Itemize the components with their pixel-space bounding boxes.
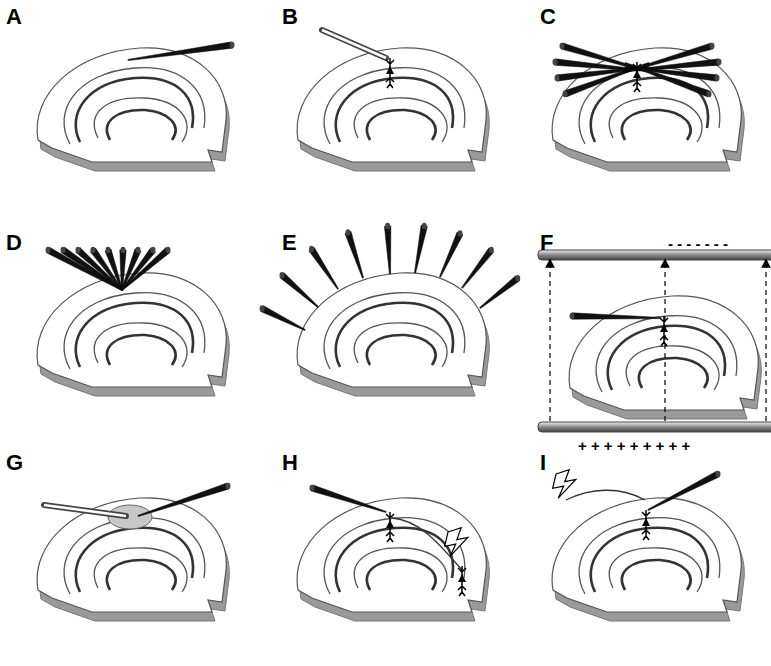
electrode-end — [717, 59, 722, 65]
electrode — [439, 232, 462, 277]
electrode-end — [707, 91, 712, 97]
electrode — [309, 247, 339, 289]
pipette — [322, 30, 386, 58]
electrode-end — [385, 223, 390, 229]
fiber-path — [566, 490, 645, 500]
electrode-end — [458, 230, 463, 236]
electrode-end — [345, 229, 350, 235]
electrode — [90, 248, 122, 290]
electrode-end — [121, 247, 126, 253]
electrode-end — [260, 305, 265, 311]
electrode-end — [61, 247, 66, 253]
panel-letter: H — [282, 452, 298, 474]
electrode — [61, 247, 122, 290]
electrode — [280, 273, 318, 308]
neuron — [642, 510, 650, 540]
neuron-soma — [633, 70, 641, 78]
neuron — [633, 62, 641, 92]
electrode — [128, 42, 233, 61]
charge-sign: - - - - - - - — [668, 236, 728, 251]
electrode-end — [310, 485, 315, 491]
panel-letter: C — [540, 6, 556, 28]
electrode-end — [230, 42, 235, 48]
neuron — [458, 566, 466, 596]
stimulus-bolt — [445, 528, 468, 557]
electrode — [46, 247, 122, 290]
electrode — [138, 483, 229, 517]
electrode-end — [489, 247, 494, 253]
neuron — [386, 512, 394, 542]
electrode-end — [715, 75, 720, 81]
neuron-soma — [660, 324, 668, 332]
electrode-end — [136, 247, 141, 253]
panel-letter: G — [6, 452, 23, 474]
pipette-lumen — [322, 30, 386, 58]
electrode-end — [710, 43, 715, 49]
panel-letter: E — [282, 232, 297, 254]
neuron-soma — [642, 518, 650, 526]
electrode-end — [91, 247, 96, 253]
panel-letter: I — [540, 452, 546, 474]
electrode — [462, 248, 494, 288]
electrode-end — [570, 313, 575, 319]
electrode-end — [553, 59, 558, 65]
electrode — [384, 226, 390, 274]
electrode-end — [151, 247, 156, 253]
electrode-end — [555, 75, 560, 81]
electrode — [414, 225, 427, 273]
electrode-end — [46, 247, 51, 253]
electrode-end — [166, 247, 171, 253]
electrode — [572, 313, 660, 319]
pipette-lumen — [44, 505, 126, 516]
panel-letter: F — [540, 232, 553, 254]
electrode-end — [76, 247, 81, 253]
panel-letter: D — [6, 232, 22, 254]
electrode — [122, 248, 156, 290]
neuron-soma — [386, 520, 394, 528]
neuron-soma — [458, 574, 466, 582]
electrode — [345, 231, 364, 278]
electrode — [480, 276, 520, 309]
electrode — [76, 248, 123, 291]
pipette — [44, 505, 126, 516]
electrode-end — [563, 91, 568, 97]
electrode-end — [716, 471, 721, 477]
electrode-end — [309, 246, 314, 252]
electrode — [648, 471, 720, 510]
electrode — [564, 62, 649, 97]
stimulus-bolt — [553, 470, 576, 499]
electrode — [311, 485, 386, 513]
electrode-end — [280, 272, 285, 278]
panel-letter: A — [6, 6, 22, 28]
electrode-end — [560, 43, 565, 49]
neuron — [386, 58, 394, 88]
neuron — [660, 316, 668, 346]
electrode-end — [422, 223, 427, 229]
electrode — [261, 306, 306, 331]
electrode — [625, 62, 710, 97]
panel-letter: B — [282, 6, 298, 28]
electrode-end — [515, 275, 520, 281]
electrode-end — [106, 247, 111, 253]
electrode-end — [226, 483, 231, 489]
electrode — [122, 248, 170, 291]
neuron-soma — [386, 66, 394, 74]
charge-sign: + + + + + + + + + — [578, 438, 690, 453]
